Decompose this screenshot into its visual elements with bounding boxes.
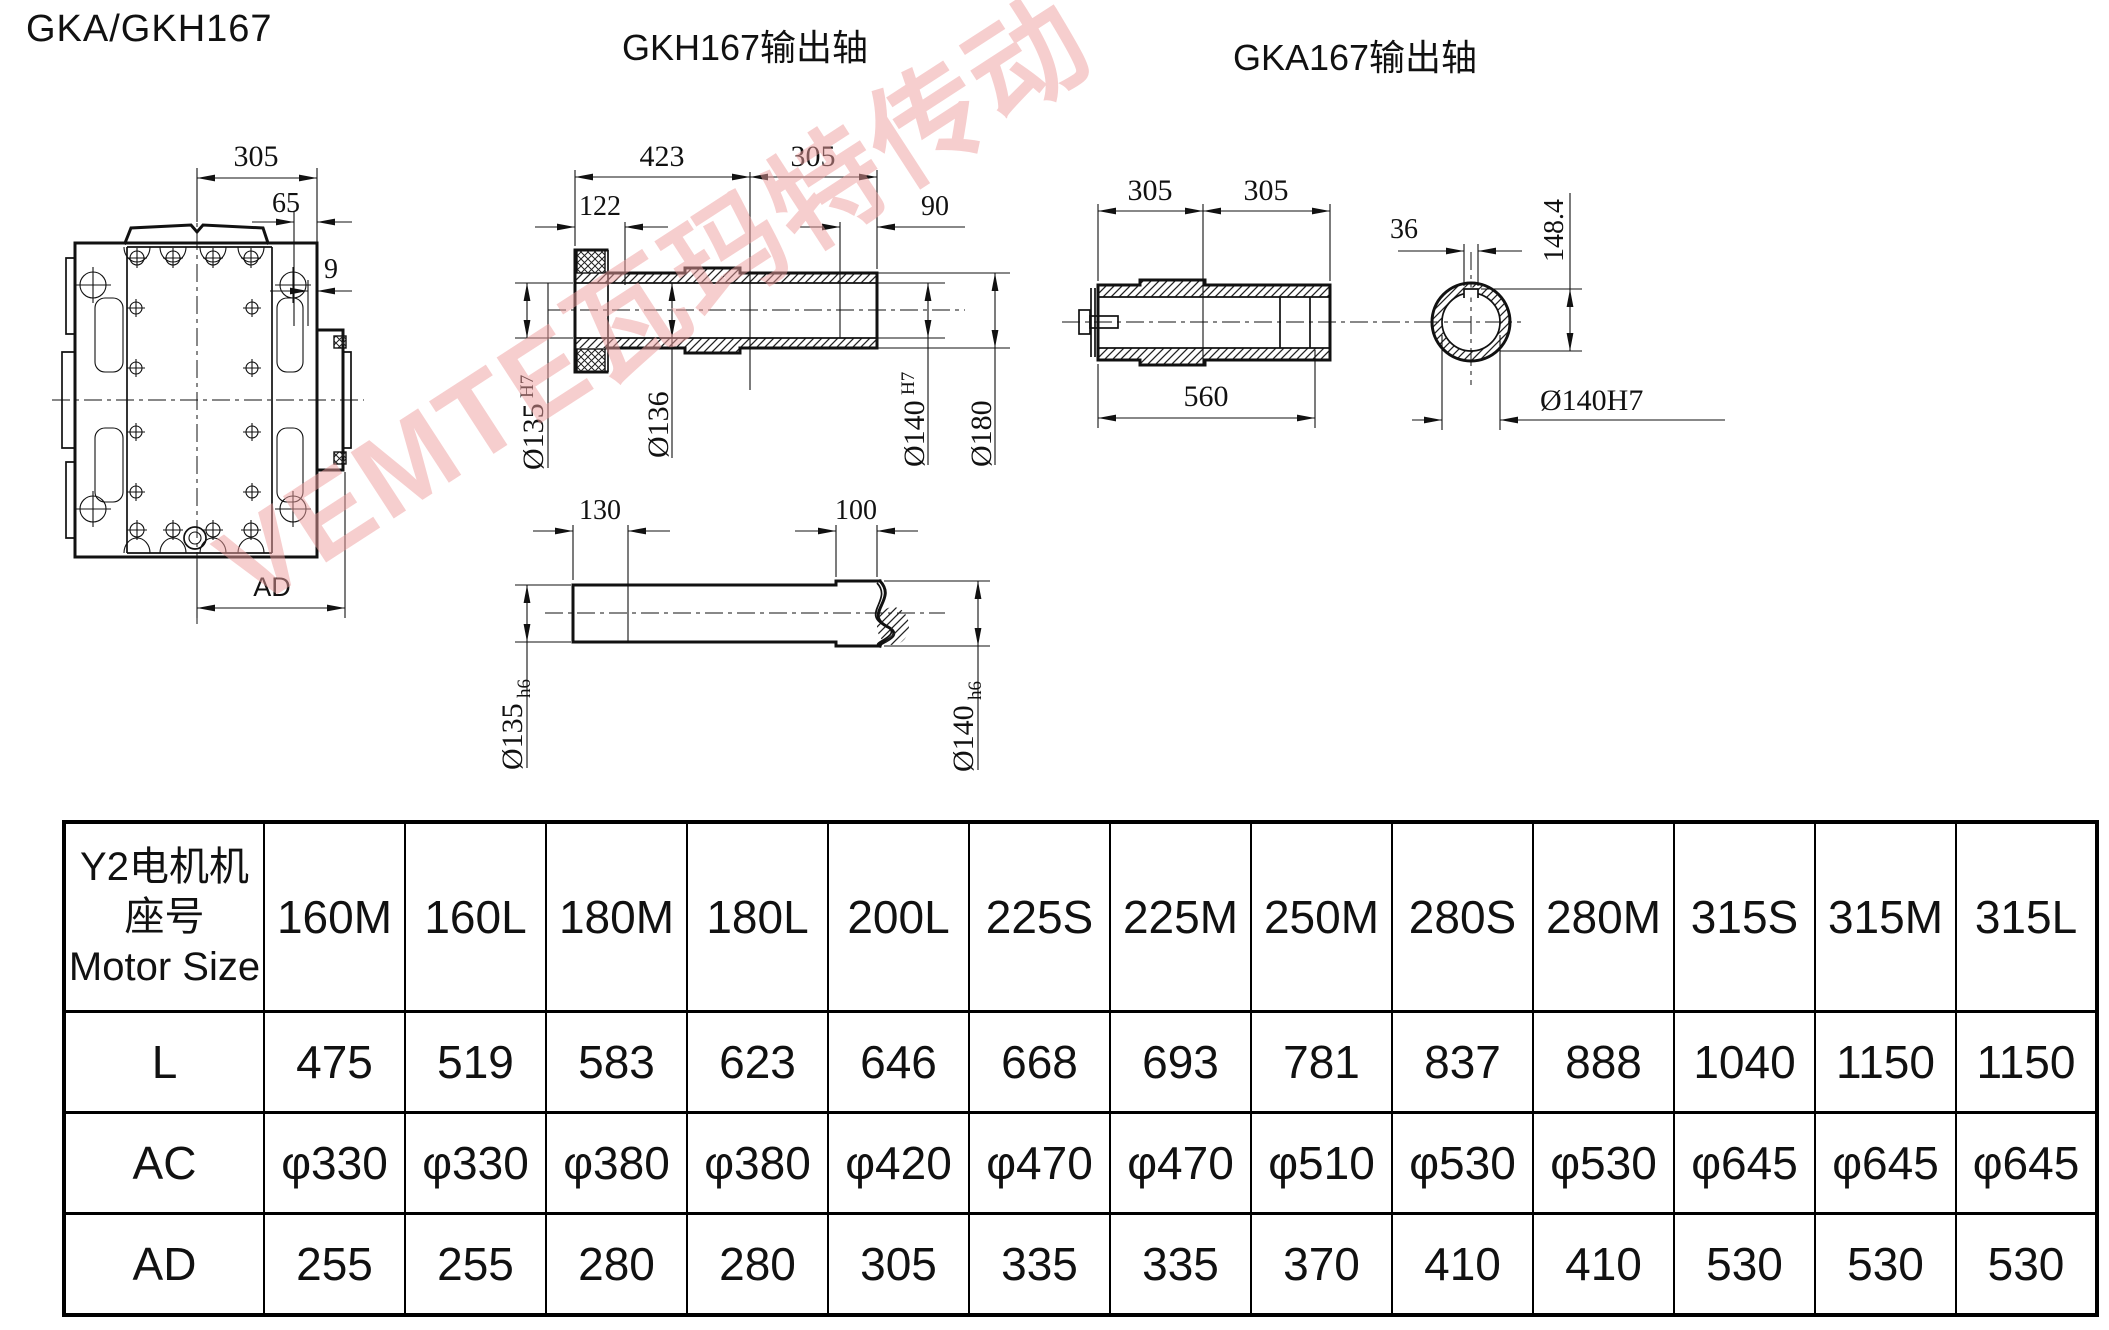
cell: 335 (1109, 1212, 1252, 1317)
dia-label: Ø140 (898, 400, 931, 467)
cell: 335 (968, 1212, 1111, 1317)
cell: φ470 (1109, 1111, 1252, 1215)
dia-label: Ø180 (965, 400, 998, 467)
gkh167-output-shaft-view: GKH167输出轴 423 305 122 90 (496, 27, 1010, 772)
col-header: 280M (1532, 820, 1675, 1013)
cell: φ420 (827, 1111, 970, 1215)
col-header: 315S (1673, 820, 1816, 1013)
dim-label: 305 (791, 140, 836, 173)
cell: φ380 (545, 1111, 688, 1215)
col-header: 250M (1250, 820, 1393, 1013)
cell: φ530 (1532, 1111, 1675, 1215)
dia-label: Ø140 (947, 705, 980, 772)
row-label: AC (63, 1111, 265, 1215)
cell: 668 (968, 1010, 1111, 1114)
col-header: 280S (1391, 820, 1534, 1013)
cell: φ530 (1391, 1111, 1534, 1215)
cell: 410 (1532, 1212, 1675, 1317)
dim-label: 9 (324, 254, 338, 285)
dim-label: 148.4 (1539, 199, 1570, 262)
col-header: 315L (1955, 820, 2098, 1013)
cell: 623 (686, 1010, 829, 1114)
cell: 280 (545, 1212, 688, 1317)
dim-label: 423 (640, 140, 685, 173)
col-header: 180M (545, 820, 688, 1013)
col-header: 225S (968, 820, 1111, 1013)
col-header: 315M (1814, 820, 1957, 1013)
bolt-holes (75, 248, 311, 540)
col-header: 160M (263, 820, 406, 1013)
dim-label: 305 (1244, 174, 1289, 207)
shaft-end-section: 36 148.4 Ø140H7 (1390, 193, 1725, 430)
cell: 255 (263, 1212, 406, 1317)
header-en: Motor Size (68, 945, 261, 989)
dim-label: 36 (1390, 214, 1418, 245)
cell: 837 (1391, 1010, 1534, 1114)
dia-tolerance: H7 (898, 372, 919, 395)
cell: 280 (686, 1212, 829, 1317)
cell: 1150 (1814, 1010, 1957, 1114)
drain-plug (183, 526, 207, 550)
col-header: 160L (404, 820, 547, 1013)
cell: 530 (1814, 1212, 1957, 1317)
cell: 646 (827, 1010, 970, 1114)
cell: 255 (404, 1212, 547, 1317)
cell: 1040 (1673, 1010, 1816, 1114)
cell: φ330 (263, 1111, 406, 1215)
dim-label: 130 (579, 495, 621, 526)
cell: 410 (1391, 1212, 1534, 1317)
technical-drawings: 305 65 9 AD GKH167输出轴 (52, 27, 1725, 772)
row-label: AD (63, 1212, 265, 1317)
dia-tolerance: H7 (517, 375, 538, 398)
cell: φ645 (1955, 1111, 2098, 1215)
cell: φ330 (404, 1111, 547, 1215)
dim-label: 100 (835, 495, 877, 526)
cell: φ510 (1250, 1111, 1393, 1215)
table-row-L: L 475 519 583 623 646 668 693 781 837 88… (63, 1010, 2098, 1114)
cell: 1150 (1955, 1010, 2098, 1114)
cell: φ380 (686, 1111, 829, 1215)
row-label: L (63, 1010, 265, 1114)
dia-label: Ø136 (642, 391, 675, 458)
dia-tolerance: h6 (514, 679, 535, 698)
cell: 530 (1673, 1212, 1816, 1317)
dim-label: 560 (1184, 380, 1229, 413)
cell: 530 (1955, 1212, 2098, 1317)
cell: φ645 (1814, 1111, 1957, 1215)
dim-label: 305 (234, 140, 279, 173)
cell: 693 (1109, 1010, 1252, 1114)
dim-label: 122 (579, 191, 621, 222)
col-header: 180L (686, 820, 829, 1013)
housing-front-view: 305 65 9 AD (52, 140, 364, 624)
motor-size-table: Y2电机机座号 Motor Size 160M 160L 180M 180L 2… (62, 820, 2099, 1317)
col-header: 200L (827, 820, 970, 1013)
dim-label: 65 (272, 188, 300, 219)
table-header-row: Y2电机机座号 Motor Size 160M 160L 180M 180L 2… (63, 820, 2098, 1013)
dim-label: AD (253, 572, 291, 602)
cell: 370 (1250, 1212, 1393, 1317)
view-title: GKA167输出轴 (1233, 37, 1477, 78)
dia-label: Ø135 (517, 403, 550, 470)
cell: 781 (1250, 1010, 1393, 1114)
cell: 888 (1532, 1010, 1675, 1114)
dia-label: Ø140H7 (1540, 384, 1643, 417)
gka167-output-shaft-view: GKA167输出轴 305 305 560 (1062, 37, 1725, 430)
cell: 519 (404, 1010, 547, 1114)
dim-label: 305 (1128, 174, 1173, 207)
col-header: 225M (1109, 820, 1252, 1013)
dim-label: 90 (921, 191, 949, 222)
cell: φ645 (1673, 1111, 1816, 1215)
header-motor-size: Y2电机机座号 Motor Size (63, 820, 265, 1013)
view-title: GKH167输出轴 (622, 27, 868, 68)
header-cn: Y2电机机座号 (80, 845, 249, 939)
cell: 583 (545, 1010, 688, 1114)
table-row-AD: AD 255 255 280 280 305 335 335 370 410 4… (63, 1212, 2098, 1317)
table-row-AC: AC φ330 φ330 φ380 φ380 φ420 φ470 φ470 φ5… (63, 1111, 2098, 1215)
page-title: GKA/GKH167 (26, 8, 273, 50)
cell: 305 (827, 1212, 970, 1317)
cell: φ470 (968, 1111, 1111, 1215)
cell: 475 (263, 1010, 406, 1114)
dia-label: Ø135 (496, 703, 529, 770)
dia-tolerance: h6 (965, 681, 986, 700)
